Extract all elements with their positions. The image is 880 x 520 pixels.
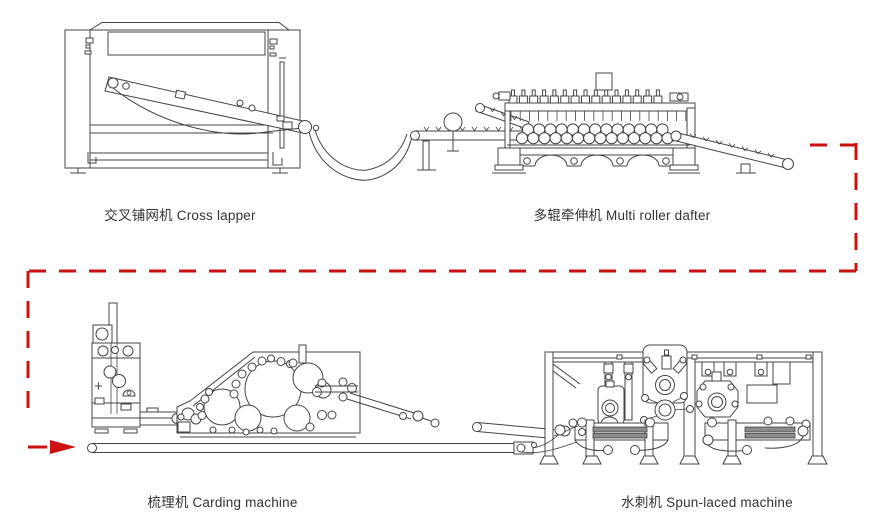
- dafter-rollers: [515, 123, 674, 145]
- feed-table-drawing: [410, 112, 532, 171]
- multi-roller-dafter-drawing: [475, 72, 794, 174]
- label-carding-machine: 梳理机 Carding machine: [147, 495, 298, 510]
- carding-machine-drawing: [91, 302, 440, 438]
- flow-path: [26, 143, 858, 454]
- floor-conveyor-drawing: [87, 441, 537, 455]
- cross-lapper-drawing: [64, 22, 413, 181]
- label-cross-lapper: 交叉铺网机 Cross lapper: [104, 208, 256, 223]
- spun-laced-machine-drawing: [472, 344, 828, 465]
- label-multi-roller-dafter: 多辊牵伸机 Multi roller dafter: [533, 208, 711, 223]
- card-worker-rollers: [196, 354, 357, 436]
- label-spun-laced-machine: 水刺机 Spun-laced machine: [621, 495, 793, 510]
- machine-feet: [539, 455, 828, 465]
- flow-arrow-head: [50, 440, 76, 454]
